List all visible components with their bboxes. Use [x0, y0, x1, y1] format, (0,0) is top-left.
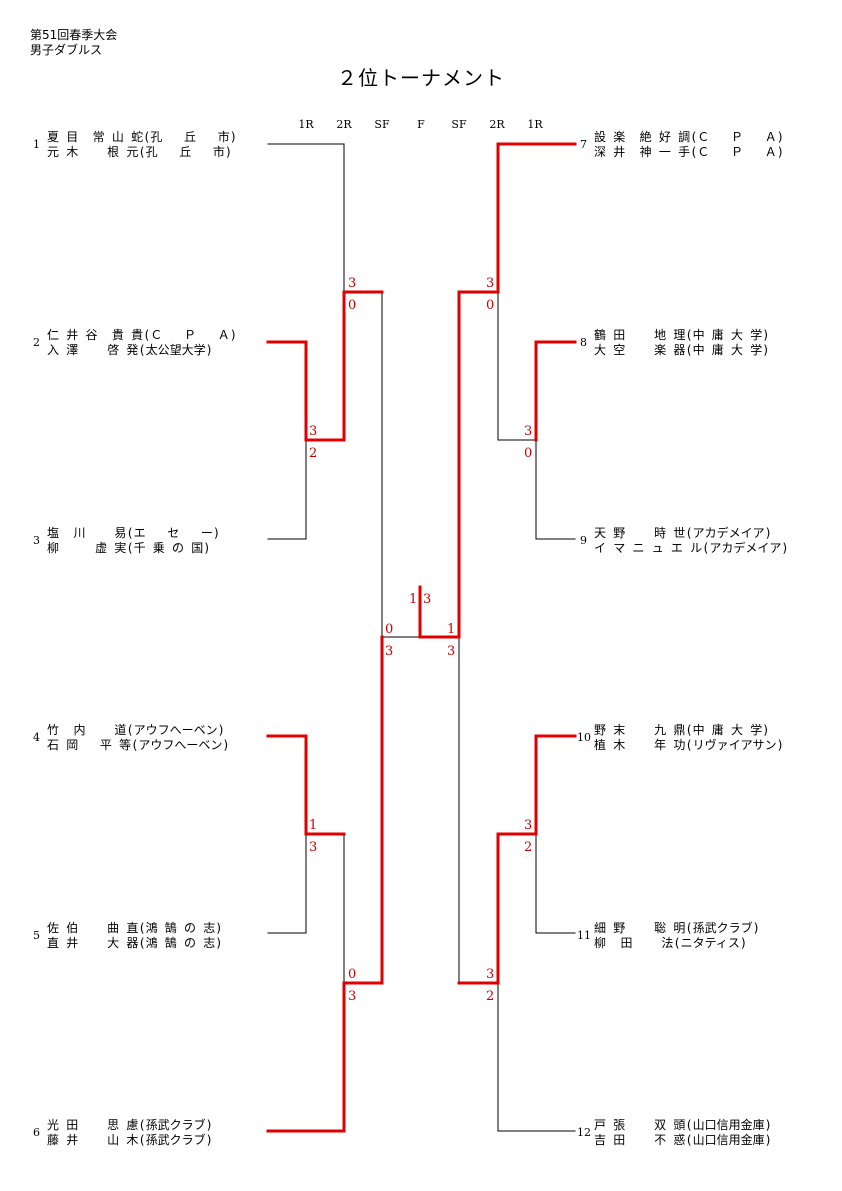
winner-path: [418, 142, 577, 639]
seed-number: 7: [580, 138, 587, 151]
score-right-final-bottom: 3: [447, 644, 456, 659]
player-7b: 深 井 神 一 手(Ｃ Ｐ Ａ): [594, 145, 784, 159]
player-4a: 竹 内 道(アウフへーベン): [47, 723, 225, 737]
player-8a: 鶴 田 地 理(中 庸 大 学): [594, 328, 770, 342]
score-right-sf2-top: 3: [486, 967, 495, 982]
score-left-sf1-top: 3: [348, 276, 357, 291]
score-final-left: 1: [409, 592, 418, 607]
winner-path: [534, 340, 577, 442]
score-left-sf2-bottom: 3: [348, 989, 357, 1004]
player-12a: 戸 張 双 頭(山口信用金庫): [594, 1118, 772, 1132]
event-name: 男子ダブルス: [30, 43, 103, 57]
bracket-line: [535, 833, 576, 934]
player-3a: 塩 川 易(エ セ ー): [47, 526, 221, 540]
score-left-2r1-top: 3: [309, 424, 318, 439]
player-1b: 元 木 根 元(孔 丘 市): [47, 145, 233, 159]
score-right-sf1-top: 3: [486, 276, 495, 291]
score-left-final-bottom: 3: [385, 644, 394, 659]
score-right-sf1-bottom: 0: [486, 298, 495, 313]
player-9a: 天 野 時 世(アカデメイア): [594, 526, 772, 540]
seed-number: 1: [33, 138, 40, 151]
player-6b: 藤 井 山 木(孫武クラブ): [47, 1133, 213, 1147]
page-title: ２位トーナメント: [337, 66, 505, 90]
seed-number: 10: [577, 731, 591, 744]
player-3b: 柳 虚 実(千 乗 の 国): [47, 541, 211, 555]
winner-path: [266, 290, 384, 442]
bracket-line: [267, 439, 307, 540]
seed-number: 8: [580, 336, 587, 349]
seed-number: 11: [577, 929, 591, 942]
score-right-2r2-top: 3: [524, 818, 533, 833]
winner-path: [266, 734, 346, 836]
player-1a: 夏 目 常 山 蛇(孔 丘 市): [47, 130, 237, 144]
tournament-name: 第51回春季大会: [30, 28, 118, 42]
score-left-sf2-top: 0: [348, 967, 357, 982]
seed-number: 12: [577, 1126, 591, 1139]
player-11a: 細 野 聡 明(孫武クラブ): [594, 921, 760, 935]
round-label-left-2r: 2R: [336, 118, 352, 131]
score-right-2r2-bottom: 2: [524, 840, 533, 855]
player-10a: 野 末 九 鼎(中 庸 大 学): [594, 723, 770, 737]
seed-number: 4: [33, 731, 40, 744]
bracket-line: [497, 982, 576, 1132]
seed-number: 5: [33, 929, 40, 942]
player-6a: 光 田 思 慮(孫武クラブ): [47, 1118, 213, 1132]
player-2b: 入 澤 啓 発(太公望大学): [47, 343, 213, 357]
bracket-line: [267, 143, 345, 293]
player-9b: イ マ ニ ュ エ ル(アカデメイア): [594, 541, 789, 555]
score-left-2r1-bottom: 2: [309, 446, 318, 461]
bracket-line: [535, 439, 576, 540]
player-11b: 柳 田 法(ニタティス): [594, 936, 748, 950]
seed-number: 2: [33, 336, 40, 349]
winner-path: [266, 635, 384, 1133]
round-label-right-sf: SF: [451, 118, 467, 131]
score-left-2r2-bottom: 3: [309, 840, 318, 855]
seed-number: 3: [33, 534, 40, 547]
bracket-line: [381, 291, 421, 638]
player-7a: 設 楽 絶 好 調(Ｃ Ｐ Ａ): [594, 130, 784, 144]
score-right-final-top: 1: [447, 622, 456, 637]
score-final-right: 3: [423, 592, 432, 607]
seed-number: 6: [33, 1126, 40, 1139]
player-2a: 仁 井 谷 貴 貴(Ｃ Ｐ Ａ): [47, 328, 237, 342]
winner-path: [457, 734, 577, 985]
score-right-sf2-bottom: 2: [486, 989, 495, 1004]
score-left-2r2-top: 1: [309, 818, 318, 833]
round-label-right-1r: 1R: [527, 118, 543, 131]
player-4b: 石 岡 平 等(アウフへーベン): [47, 738, 230, 752]
round-label-left-sf: SF: [374, 118, 390, 131]
player-10b: 植 木 年 功(リヴァイアサン): [594, 738, 784, 752]
score-left-sf1-bottom: 0: [348, 298, 357, 313]
score-right-2r1-top: 3: [524, 424, 533, 439]
score-left-final-top: 0: [385, 622, 394, 637]
player-8b: 大 空 楽 器(中 庸 大 学): [594, 343, 770, 357]
player-5b: 直 井 大 器(鴻 鵠 の 志): [47, 936, 223, 950]
player-12b: 吉 田 不 惑(山口信用金庫): [594, 1133, 772, 1147]
bracket-line: [497, 291, 537, 441]
seed-number: 9: [580, 534, 587, 547]
score-right-2r1-bottom: 0: [524, 446, 533, 461]
round-label-final: F: [417, 118, 425, 131]
round-label-left-1r: 1R: [298, 118, 314, 131]
player-5a: 佐 伯 曲 直(鴻 鵠 の 志): [47, 921, 223, 935]
bracket-line: [267, 833, 307, 934]
round-label-right-2r: 2R: [489, 118, 505, 131]
